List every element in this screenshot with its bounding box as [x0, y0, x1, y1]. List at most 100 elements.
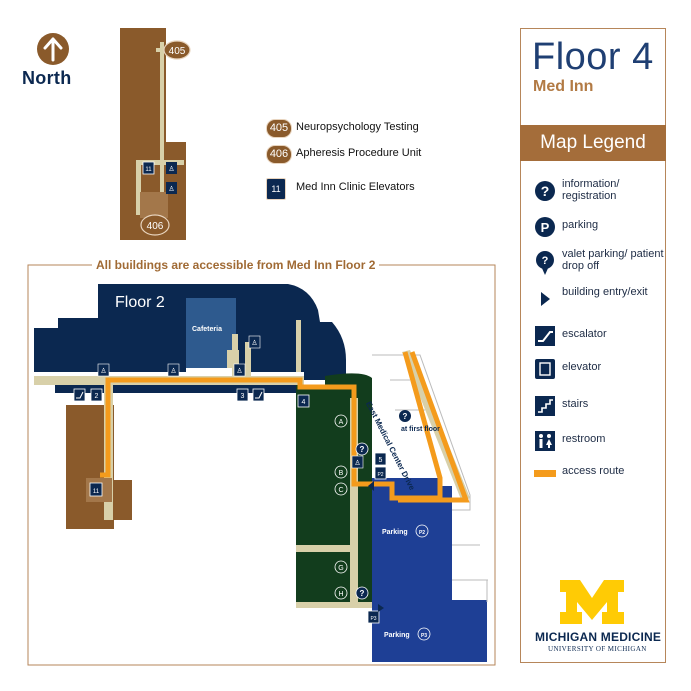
- floor2-escalator-right: [252, 388, 265, 402]
- svg-text:♙: ♙: [236, 367, 242, 375]
- room-405-name: Neuropsychology Testing: [296, 121, 419, 133]
- floor2-elevator-2: 2: [90, 388, 103, 402]
- floor2-elevator-4: 4: [297, 394, 310, 408]
- med-inn-building: [66, 385, 132, 529]
- green-elevator-5: 5: [374, 452, 387, 466]
- svg-text:A: A: [339, 419, 344, 426]
- zone-letters: A B C G H: [334, 414, 348, 600]
- parking-p2-badge: P2: [419, 530, 425, 536]
- legend-label: escalator: [562, 328, 607, 340]
- restroom-icon: [535, 431, 555, 451]
- svg-text:5: 5: [379, 457, 383, 464]
- information-icon: ?: [535, 181, 555, 201]
- room-406-badge: 406: [140, 214, 170, 236]
- block-m-logo: [560, 580, 624, 624]
- restroom-icons: ♙ ♙ ♙ ♙ ♙: [97, 335, 364, 469]
- legend-label: parking: [562, 219, 599, 231]
- room-405-badge-key: 405: [266, 119, 292, 138]
- floor2-label: Floor 2: [115, 294, 165, 311]
- legend-item-parking: P parking: [534, 214, 664, 244]
- building-entry-icon: [541, 292, 550, 306]
- legend-item-stairs: stairs: [534, 393, 664, 423]
- entry-arrow-icon: [368, 481, 374, 491]
- floor-title: Floor 4: [532, 36, 654, 78]
- legend-label: valet parking/ patient drop off: [562, 248, 664, 272]
- legend-item-restroom: restroom: [534, 428, 664, 458]
- room-406-badge-key: 406: [266, 145, 292, 164]
- cafeteria-label: Cafeteria: [192, 326, 222, 333]
- parking-icon: P: [535, 217, 555, 237]
- info-markers: ? ? ?: [355, 410, 411, 600]
- access-note: All buildings are accessible from Med In…: [92, 258, 380, 272]
- brand-name: MICHIGAN MEDICINE: [535, 630, 662, 644]
- parking-elevator-p3: P3: [367, 610, 380, 624]
- floor4-plan: [120, 28, 186, 240]
- info-note: at first floor: [401, 426, 440, 433]
- legend-item-elevator: elevator: [534, 356, 664, 386]
- svg-text:♙: ♙: [100, 367, 106, 375]
- parking-p3-label: Parking: [384, 632, 410, 639]
- svg-text:B: B: [339, 470, 344, 477]
- svg-text:♙: ♙: [170, 367, 176, 375]
- floor2-escalator-left: [73, 388, 86, 402]
- room-405-badge: 405: [163, 40, 191, 60]
- room-406-name: Apheresis Procedure Unit: [296, 147, 422, 159]
- access-route: [100, 351, 470, 503]
- floor-subtitle: Med Inn: [533, 78, 594, 95]
- escalator-icon: [535, 326, 555, 346]
- floor2-elevator-3: 3: [236, 388, 249, 402]
- svg-text:P2: P2: [377, 472, 383, 478]
- med-inn-elevator-11: 11: [89, 482, 103, 497]
- north-arrow-icon: [37, 33, 69, 65]
- room-405-label: 405: [169, 46, 186, 57]
- svg-text:G: G: [338, 565, 343, 572]
- legend-label: access route: [562, 465, 625, 477]
- svg-text:11: 11: [145, 167, 152, 173]
- floor4-restroom-icon: ♙ ♙: [166, 162, 177, 194]
- svg-text:?: ?: [360, 589, 365, 598]
- north-label: North: [22, 68, 72, 88]
- elevator-icon: [535, 359, 555, 379]
- room-406-label: 406: [147, 221, 164, 232]
- svg-text:2: 2: [95, 393, 99, 400]
- svg-text:H: H: [338, 591, 343, 598]
- legend-label: information/ registration: [562, 178, 620, 202]
- legend-label: restroom: [562, 433, 606, 445]
- clinic-elevator-icon: 11: [266, 178, 286, 200]
- legend-item-route: access route: [534, 461, 664, 491]
- svg-text:P: P: [541, 220, 550, 235]
- svg-text:4: 4: [302, 399, 306, 406]
- svg-text:?: ?: [360, 445, 365, 454]
- svg-text:3: 3: [241, 393, 245, 400]
- svg-text:C: C: [338, 487, 343, 494]
- floor4-elevator-icon: 11: [142, 161, 155, 175]
- svg-text:♙: ♙: [168, 185, 174, 193]
- parking-p3-badge: P3: [421, 633, 427, 639]
- svg-text:♙: ♙: [168, 165, 174, 173]
- entry-arrow-icon-2: [378, 604, 384, 612]
- svg-text:?: ?: [542, 255, 549, 267]
- legend-item-escalator: escalator: [534, 323, 664, 353]
- access-route-icon: [534, 470, 556, 477]
- clinic-elevator-name: Med Inn Clinic Elevators: [296, 181, 415, 193]
- parking-p2-label: Parking: [382, 529, 408, 536]
- svg-text:P3: P3: [370, 616, 376, 622]
- legend-label: building entry/exit: [562, 286, 648, 298]
- legend-item-information: ? information/ registration: [534, 178, 664, 208]
- svg-text:♙: ♙: [251, 339, 257, 347]
- green-building: [296, 373, 372, 608]
- parking-elevator-p2: P2: [374, 466, 387, 480]
- legend-item-valet: ? valet parking/ patient drop off: [534, 248, 664, 278]
- valet-parking-icon: ?: [536, 251, 554, 275]
- legend-item-entry: building entry/exit: [534, 286, 664, 316]
- svg-text:♙: ♙: [354, 459, 360, 467]
- brand-subtitle: UNIVERSITY OF MICHIGAN: [548, 645, 647, 653]
- floor2-main-building: [34, 284, 346, 393]
- legend-label: stairs: [562, 398, 589, 410]
- stairs-icon: [535, 396, 555, 416]
- svg-text:11: 11: [93, 489, 100, 495]
- legend-label: elevator: [562, 361, 602, 373]
- svg-text:?: ?: [541, 183, 550, 199]
- legend-title: Map Legend: [520, 125, 666, 161]
